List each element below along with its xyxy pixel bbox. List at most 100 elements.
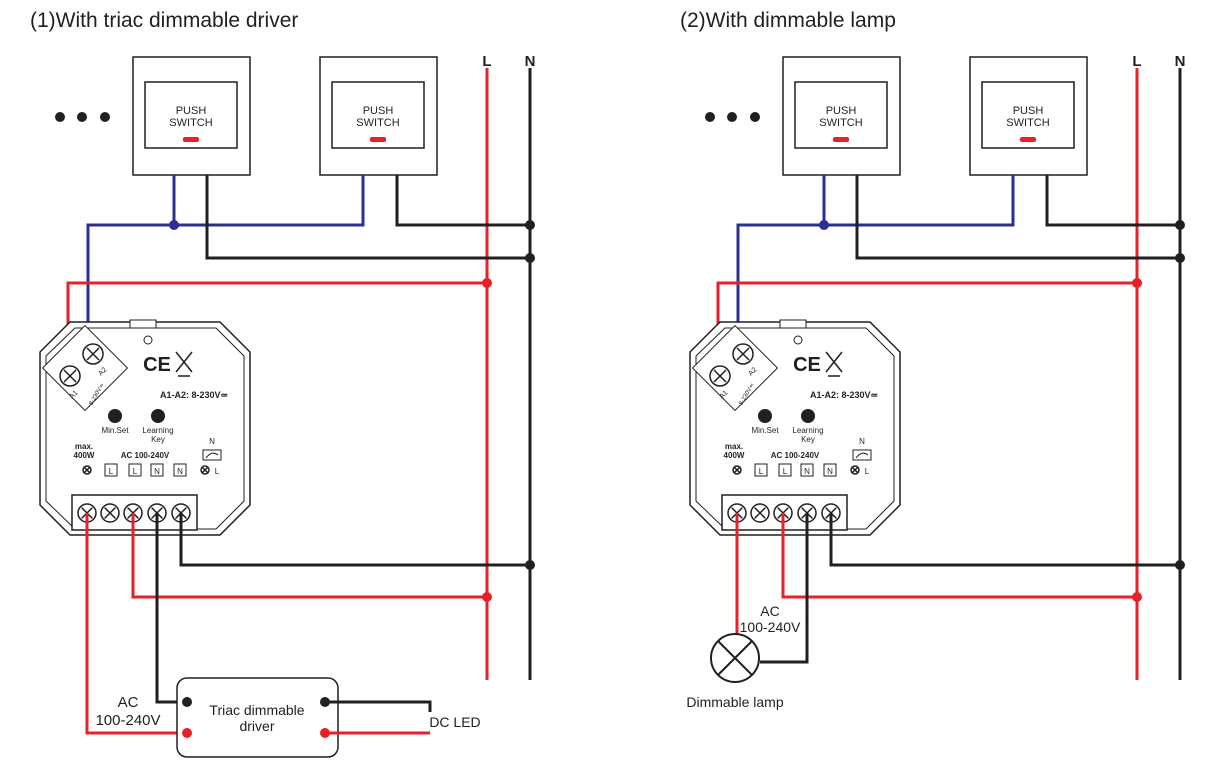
ac-label: AC (760, 603, 779, 619)
junction-dot (525, 560, 535, 570)
terminal-marker (800, 463, 814, 477)
switch-indicator (1020, 137, 1036, 142)
terminal-marker (778, 463, 792, 477)
neutral-label: N (1175, 53, 1186, 70)
neutral-out-wire (829, 513, 1180, 567)
junction-dot (525, 253, 535, 263)
switch-indicator (370, 137, 386, 142)
max-label: 400W (74, 451, 95, 460)
switch-return-wire (205, 175, 530, 260)
junction-dot (727, 112, 737, 122)
screw-cross (86, 347, 100, 361)
terminal-label: L (783, 467, 788, 476)
module-tab (129, 319, 157, 329)
lamp-neutral-wire (760, 513, 809, 664)
screw-cross (104, 507, 116, 519)
ac-label: AC (118, 694, 139, 711)
junction-dot (750, 112, 760, 122)
module-tab (779, 319, 807, 329)
l-label: L (215, 467, 220, 476)
dimmer-curve-icon (205, 452, 219, 459)
dimmer-symbol (202, 449, 222, 461)
terminal-label: L (759, 467, 764, 476)
dimmer-curve-icon (855, 452, 869, 459)
screw-cross (736, 347, 750, 361)
terminal-label: N (827, 467, 833, 476)
junction-dot (1175, 560, 1185, 570)
rating-label: A1-A2: 8-230V≃ (810, 390, 878, 400)
switch-label: PUSH (826, 105, 857, 117)
switch-label: PUSH (176, 105, 207, 117)
learning-key-button[interactable] (801, 409, 815, 423)
switch-label: SWITCH (1006, 117, 1049, 129)
weee-bin-icon (175, 351, 193, 377)
learning-key-label: Learning (142, 426, 173, 435)
ce-mark: CE (793, 354, 821, 376)
switch-label: PUSH (1013, 105, 1044, 117)
live-label: L (1132, 53, 1141, 70)
junction-dot (705, 112, 715, 122)
switch-label: SWITCH (819, 117, 862, 129)
terminal-label: L (133, 467, 138, 476)
ac-label: 100-240V (740, 619, 801, 635)
junction-dot (1132, 278, 1142, 288)
terminal-marker (104, 463, 118, 477)
triac-driver-box (176, 677, 339, 758)
switch-label: SWITCH (169, 117, 212, 129)
panel-title: (1)With triac dimmable driver (30, 9, 298, 32)
switch-return-wire (395, 175, 530, 227)
min-set-button[interactable] (758, 409, 772, 423)
n-label: N (209, 437, 215, 446)
screw-cross (202, 467, 208, 473)
input-terminal-block (41, 324, 129, 412)
learning-key-label: Key (801, 435, 815, 444)
switch-return-wire (1045, 175, 1180, 227)
terminal-marker (754, 463, 768, 477)
screw-cross (734, 467, 740, 473)
terminal-label: N (177, 467, 183, 476)
junction-dot (1175, 253, 1185, 263)
max-label: 400W (724, 451, 745, 460)
live-out-wire (781, 513, 1137, 599)
weee-bin-icon (825, 351, 843, 377)
neutral-out-wire (179, 513, 530, 567)
junction-dot (819, 220, 829, 230)
terminal-label: N (154, 467, 160, 476)
live-out-wire (131, 513, 487, 599)
ac-label: AC 100-240V (771, 451, 820, 460)
dc-led-label: DC LED (429, 714, 480, 730)
junction-dot (182, 728, 192, 738)
screw-cross (63, 369, 77, 383)
learning-key-button[interactable] (151, 409, 165, 423)
junction-dot (525, 220, 535, 230)
learning-key-label: Key (151, 435, 165, 444)
a2-label: A2 (747, 366, 758, 377)
switch-indicator (183, 137, 199, 142)
min-set-button[interactable] (108, 409, 122, 423)
junction-dot (55, 112, 65, 122)
junction-dot (182, 697, 192, 707)
module-inner-outline (45, 327, 245, 530)
live-label: L (482, 53, 491, 70)
a2-label: A2 (97, 366, 108, 377)
driver-label: driver (239, 718, 274, 734)
switch-wire (736, 175, 1015, 355)
neutral-label: N (525, 53, 536, 70)
dimmer-symbol (852, 449, 872, 461)
ce-mark: CE (143, 354, 171, 376)
switch-label: PUSH (363, 105, 394, 117)
junction-dot (77, 112, 87, 122)
junction-dot (1132, 592, 1142, 602)
input-terminal-block (691, 324, 779, 412)
panel-1: (1)With triac dimmable driverPUSHSWITCHP… (30, 9, 536, 758)
switch-wire (86, 175, 365, 355)
learning-key-label: Learning (792, 426, 823, 435)
switch-label: SWITCH (356, 117, 399, 129)
panel-2: (2)With dimmable lampPUSHSWITCHPUSHSWITC… (680, 9, 1185, 710)
